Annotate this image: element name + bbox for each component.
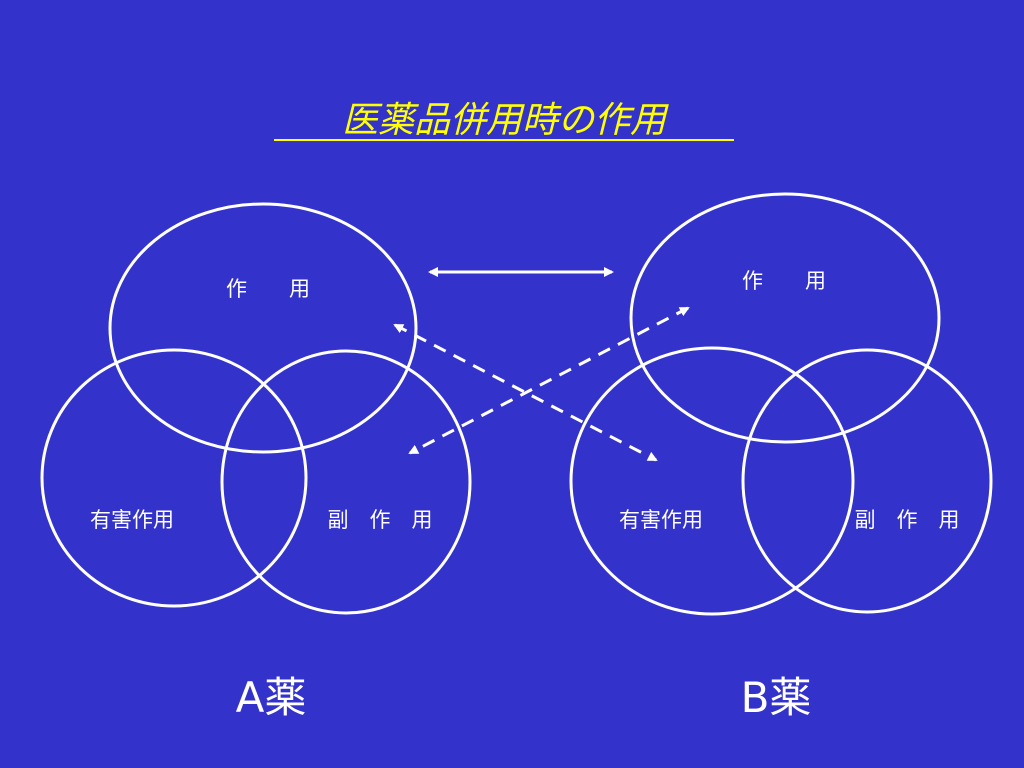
drug-b-main-effect-circle [629,192,941,444]
drug-a-venn [40,202,472,615]
slide-title: 医薬品併用時の作用 [342,100,669,141]
drug-a-main-effect-circle [108,202,418,454]
drug-b-harmful-effect-circle [569,346,855,616]
drug-a-name: A薬 [236,673,307,722]
drug-a-harmful-effect-label: 有害作用 [90,508,174,532]
drug-b-harmful-effect-label: 有害作用 [619,508,703,532]
drug-b-venn [569,192,993,616]
b-main-to-a-side-dashed-arrow [408,306,690,455]
drug-b-side-effect-label: 副 作 用 [855,508,960,532]
drug-a-side-effect-label: 副 作 用 [328,508,433,532]
drug-a-side-effect-circle [220,349,472,615]
drug-a-harmful-effect-circle [40,348,308,608]
drug-a-main-effect-label: 作 用 [226,277,310,301]
drug-b-name: B薬 [741,673,812,722]
drug-b-main-effect-label: 作 用 [742,269,826,293]
drug-b-side-effect-circle [741,348,993,614]
